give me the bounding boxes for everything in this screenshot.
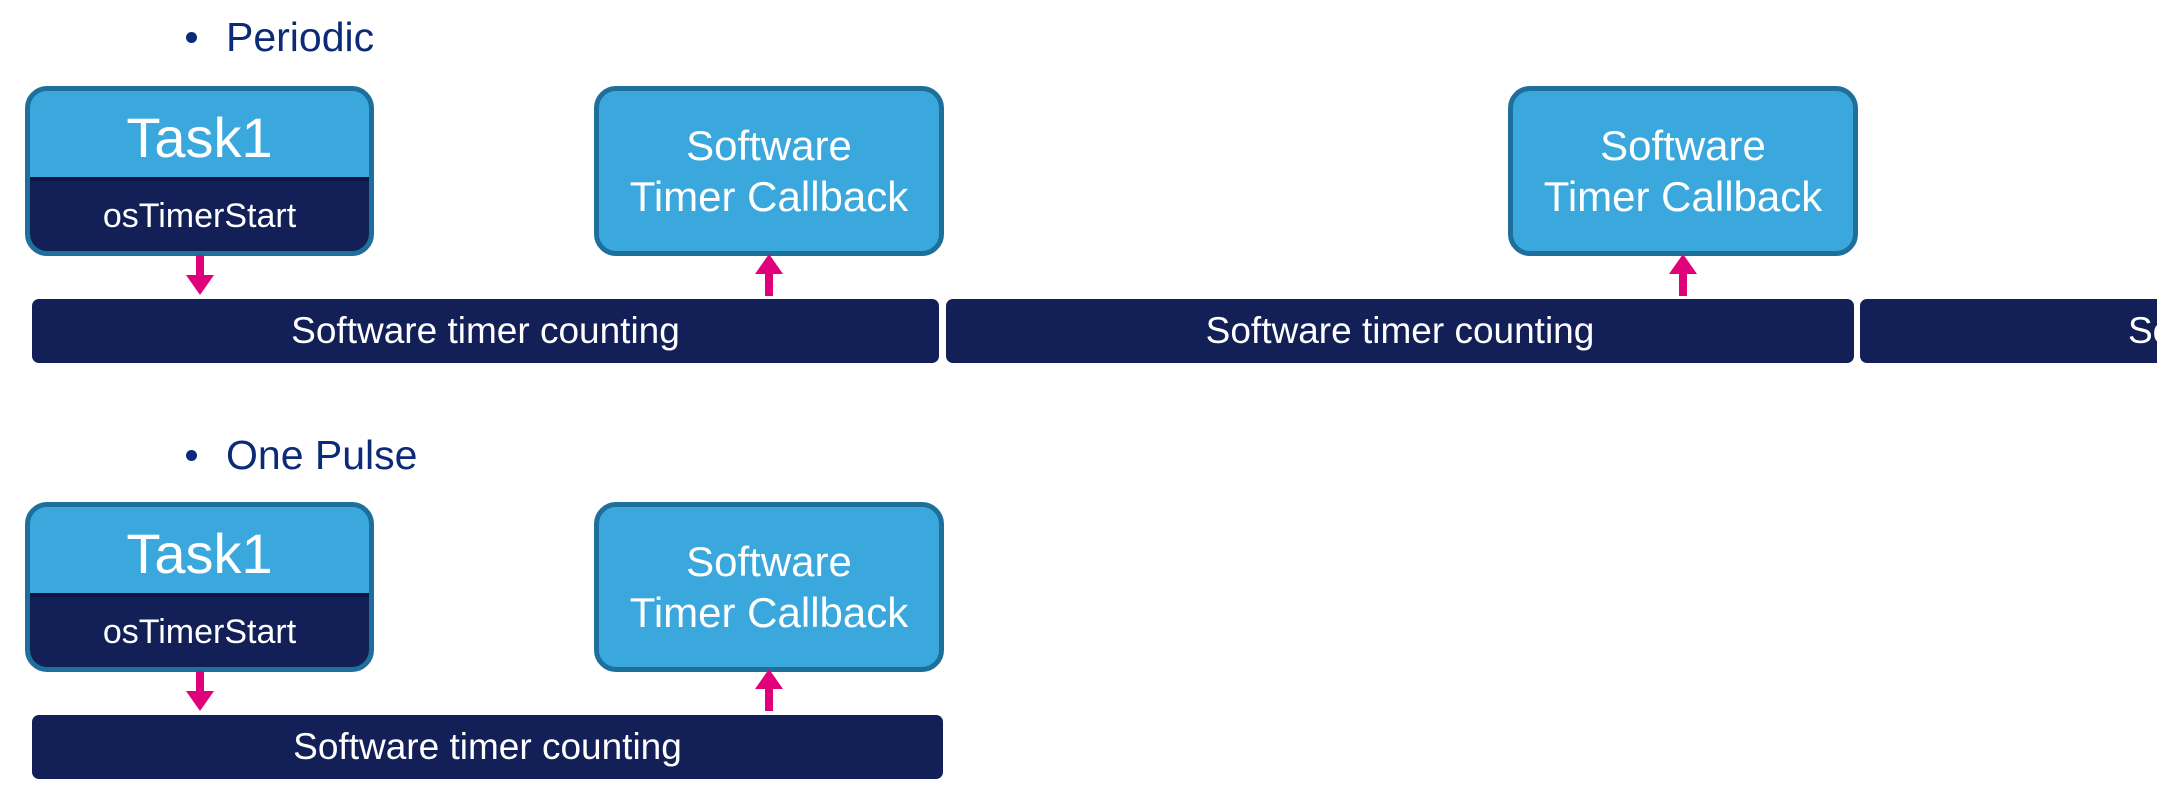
bar-label: Software timer counting — [1205, 310, 1595, 351]
periodic-task1-box: Task1 osTimerStart — [25, 86, 374, 256]
periodic-callback-box-1: Software Timer Callback — [594, 86, 944, 256]
periodic-counting-bar-3: Software timer counting — [1860, 299, 2157, 363]
callback-line-2: Timer Callback — [1543, 173, 1823, 220]
up-arrow-icon — [755, 254, 783, 296]
periodic-heading-text: Periodic — [226, 14, 375, 60]
up-arrow-icon — [1669, 254, 1697, 296]
down-arrow-icon — [186, 671, 214, 711]
one-pulse-heading: One Pulse — [186, 432, 417, 479]
callback-line-1: Software — [686, 538, 852, 585]
bullet-dot — [186, 32, 197, 43]
periodic-callback-box-2: Software Timer Callback — [1508, 86, 1858, 256]
periodic-counting-bar-2: Software timer counting — [946, 299, 1854, 363]
bar-label: Software timer counting — [2128, 310, 2157, 351]
bullet-dot — [186, 450, 197, 461]
task-title: Task1 — [126, 521, 273, 585]
down-arrow-icon — [186, 255, 214, 295]
one-pulse-callback-box: Software Timer Callback — [594, 502, 944, 672]
bar-label: Software timer counting — [293, 726, 682, 767]
one-pulse-counting-bar: Software timer counting — [32, 715, 943, 779]
up-arrow-icon — [755, 669, 783, 711]
task-call-ostimerstart: osTimerStart — [30, 593, 369, 667]
callback-line-1: Software — [686, 122, 852, 169]
callback-line-2: Timer Callback — [629, 173, 909, 220]
callback-line-2: Timer Callback — [629, 589, 909, 636]
one-pulse-heading-text: One Pulse — [226, 432, 418, 478]
callback-line-1: Software — [1600, 122, 1766, 169]
task-title: Task1 — [126, 105, 273, 169]
periodic-heading: Periodic — [186, 14, 374, 61]
bar-label: Software timer counting — [291, 310, 680, 351]
periodic-counting-bar-1: Software timer counting — [32, 299, 939, 363]
one-pulse-task1-box: Task1 osTimerStart — [25, 502, 374, 672]
task-call-ostimerstart: osTimerStart — [30, 177, 369, 251]
